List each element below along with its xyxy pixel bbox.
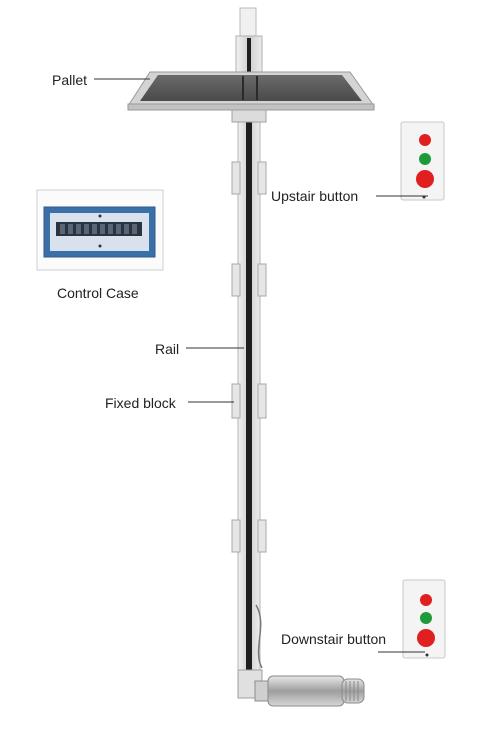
rail-icon bbox=[237, 107, 261, 699]
down-green-button[interactable] bbox=[420, 612, 432, 624]
downstair-button-box bbox=[402, 579, 446, 659]
motor-cylinder-icon bbox=[254, 675, 365, 707]
downstair-button-label: Downstair button bbox=[281, 631, 387, 647]
upstair-button-box bbox=[400, 121, 445, 201]
up-red-small-button[interactable] bbox=[419, 134, 431, 146]
down-red-large-button[interactable] bbox=[417, 629, 435, 647]
control-case-label: Control Case bbox=[57, 285, 139, 301]
down-red-small-button[interactable] bbox=[420, 594, 432, 606]
up-green-button[interactable] bbox=[419, 153, 431, 165]
pallet-platform-icon bbox=[127, 71, 375, 123]
rail-label: Rail bbox=[155, 341, 180, 357]
top-mast bbox=[235, 7, 263, 73]
control-case-icon bbox=[36, 189, 164, 271]
up-red-large-button[interactable] bbox=[416, 170, 434, 188]
fixed-block-bracket-icon bbox=[231, 161, 267, 553]
upstair-button-label: Upstair button bbox=[271, 188, 359, 204]
fixed-block-label: Fixed block bbox=[105, 395, 176, 411]
pallet-label: Pallet bbox=[52, 72, 88, 88]
